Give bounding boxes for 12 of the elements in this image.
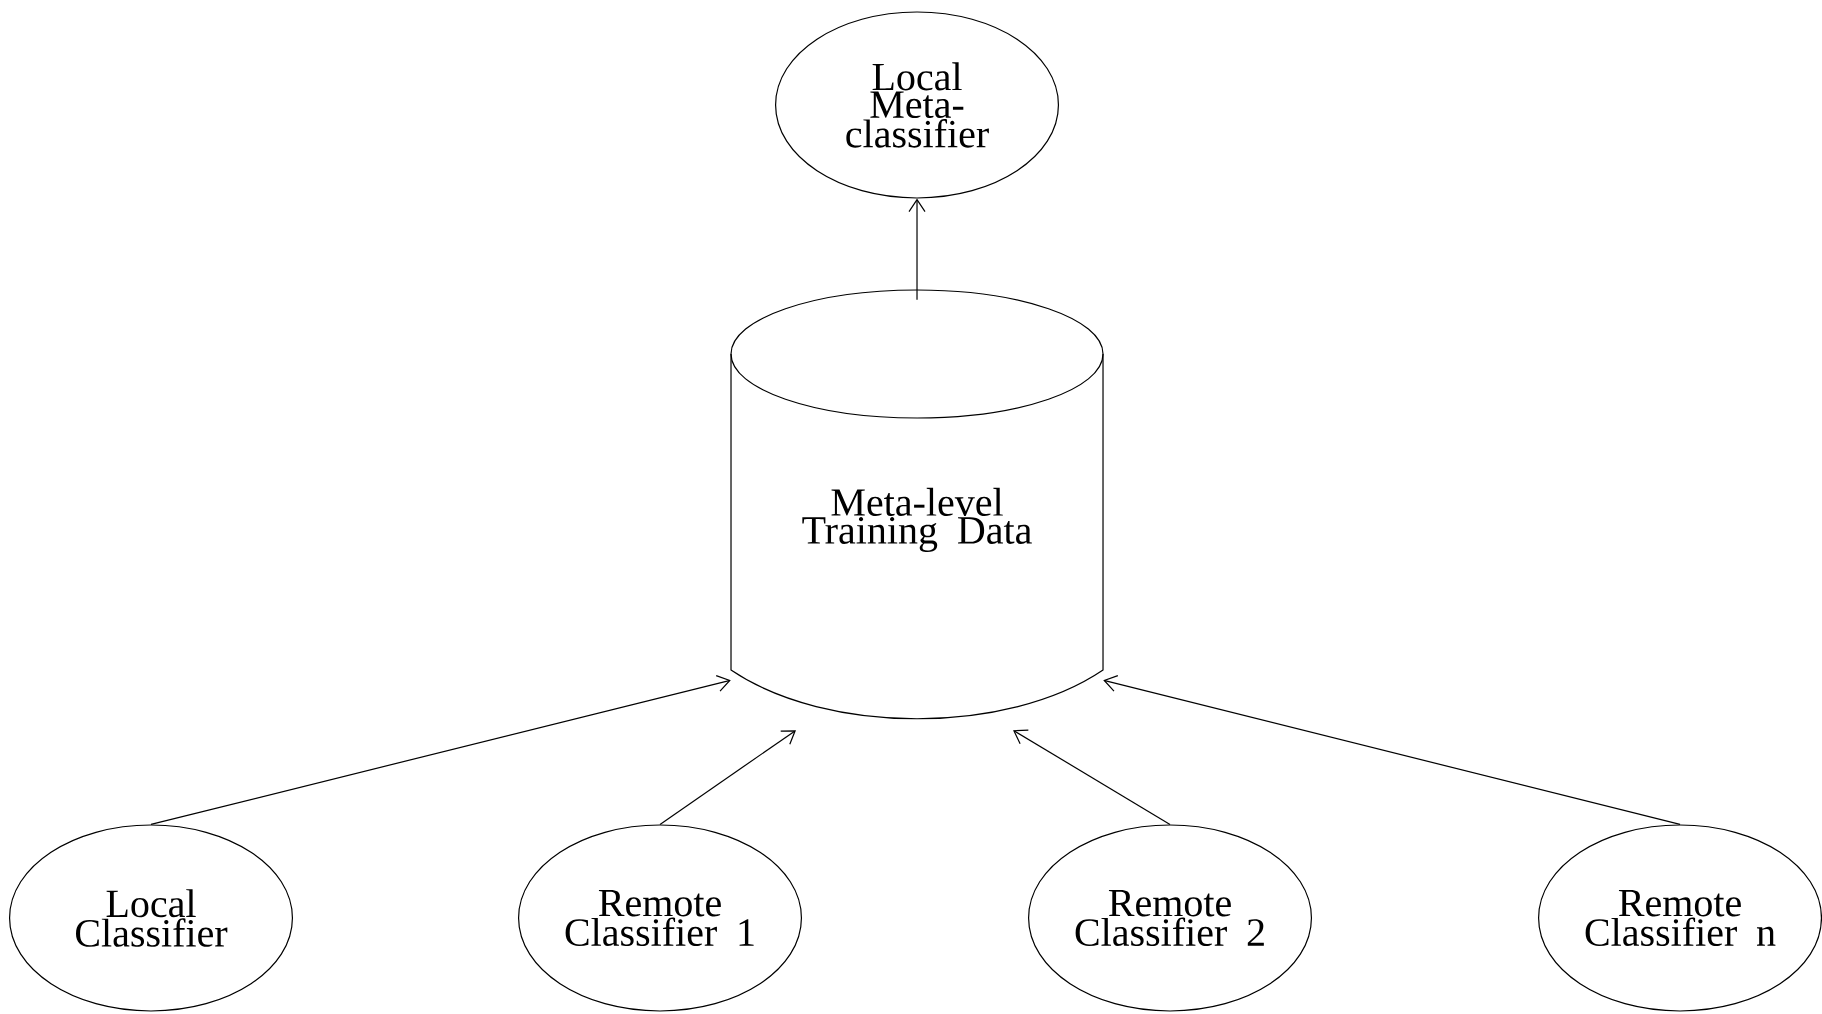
arrow	[1013, 729, 1171, 825]
ellipse-node: Local Classifier	[9, 824, 294, 1012]
ellipse-node: Local Meta-classifier	[775, 11, 1060, 199]
arrow	[908, 198, 926, 301]
ellipse-node: Remote Classifier 2	[1028, 824, 1313, 1012]
ellipse-node: Remote Classifier 1	[518, 824, 803, 1012]
node-label: Meta-level Training Data	[802, 487, 1032, 553]
arrow	[1103, 675, 1681, 825]
database-cylinder: Meta-level Training Data	[730, 289, 1104, 720]
arrow	[150, 675, 731, 825]
ellipse-node: Remote Classifier n	[1538, 824, 1822, 1012]
arrow	[659, 730, 796, 825]
